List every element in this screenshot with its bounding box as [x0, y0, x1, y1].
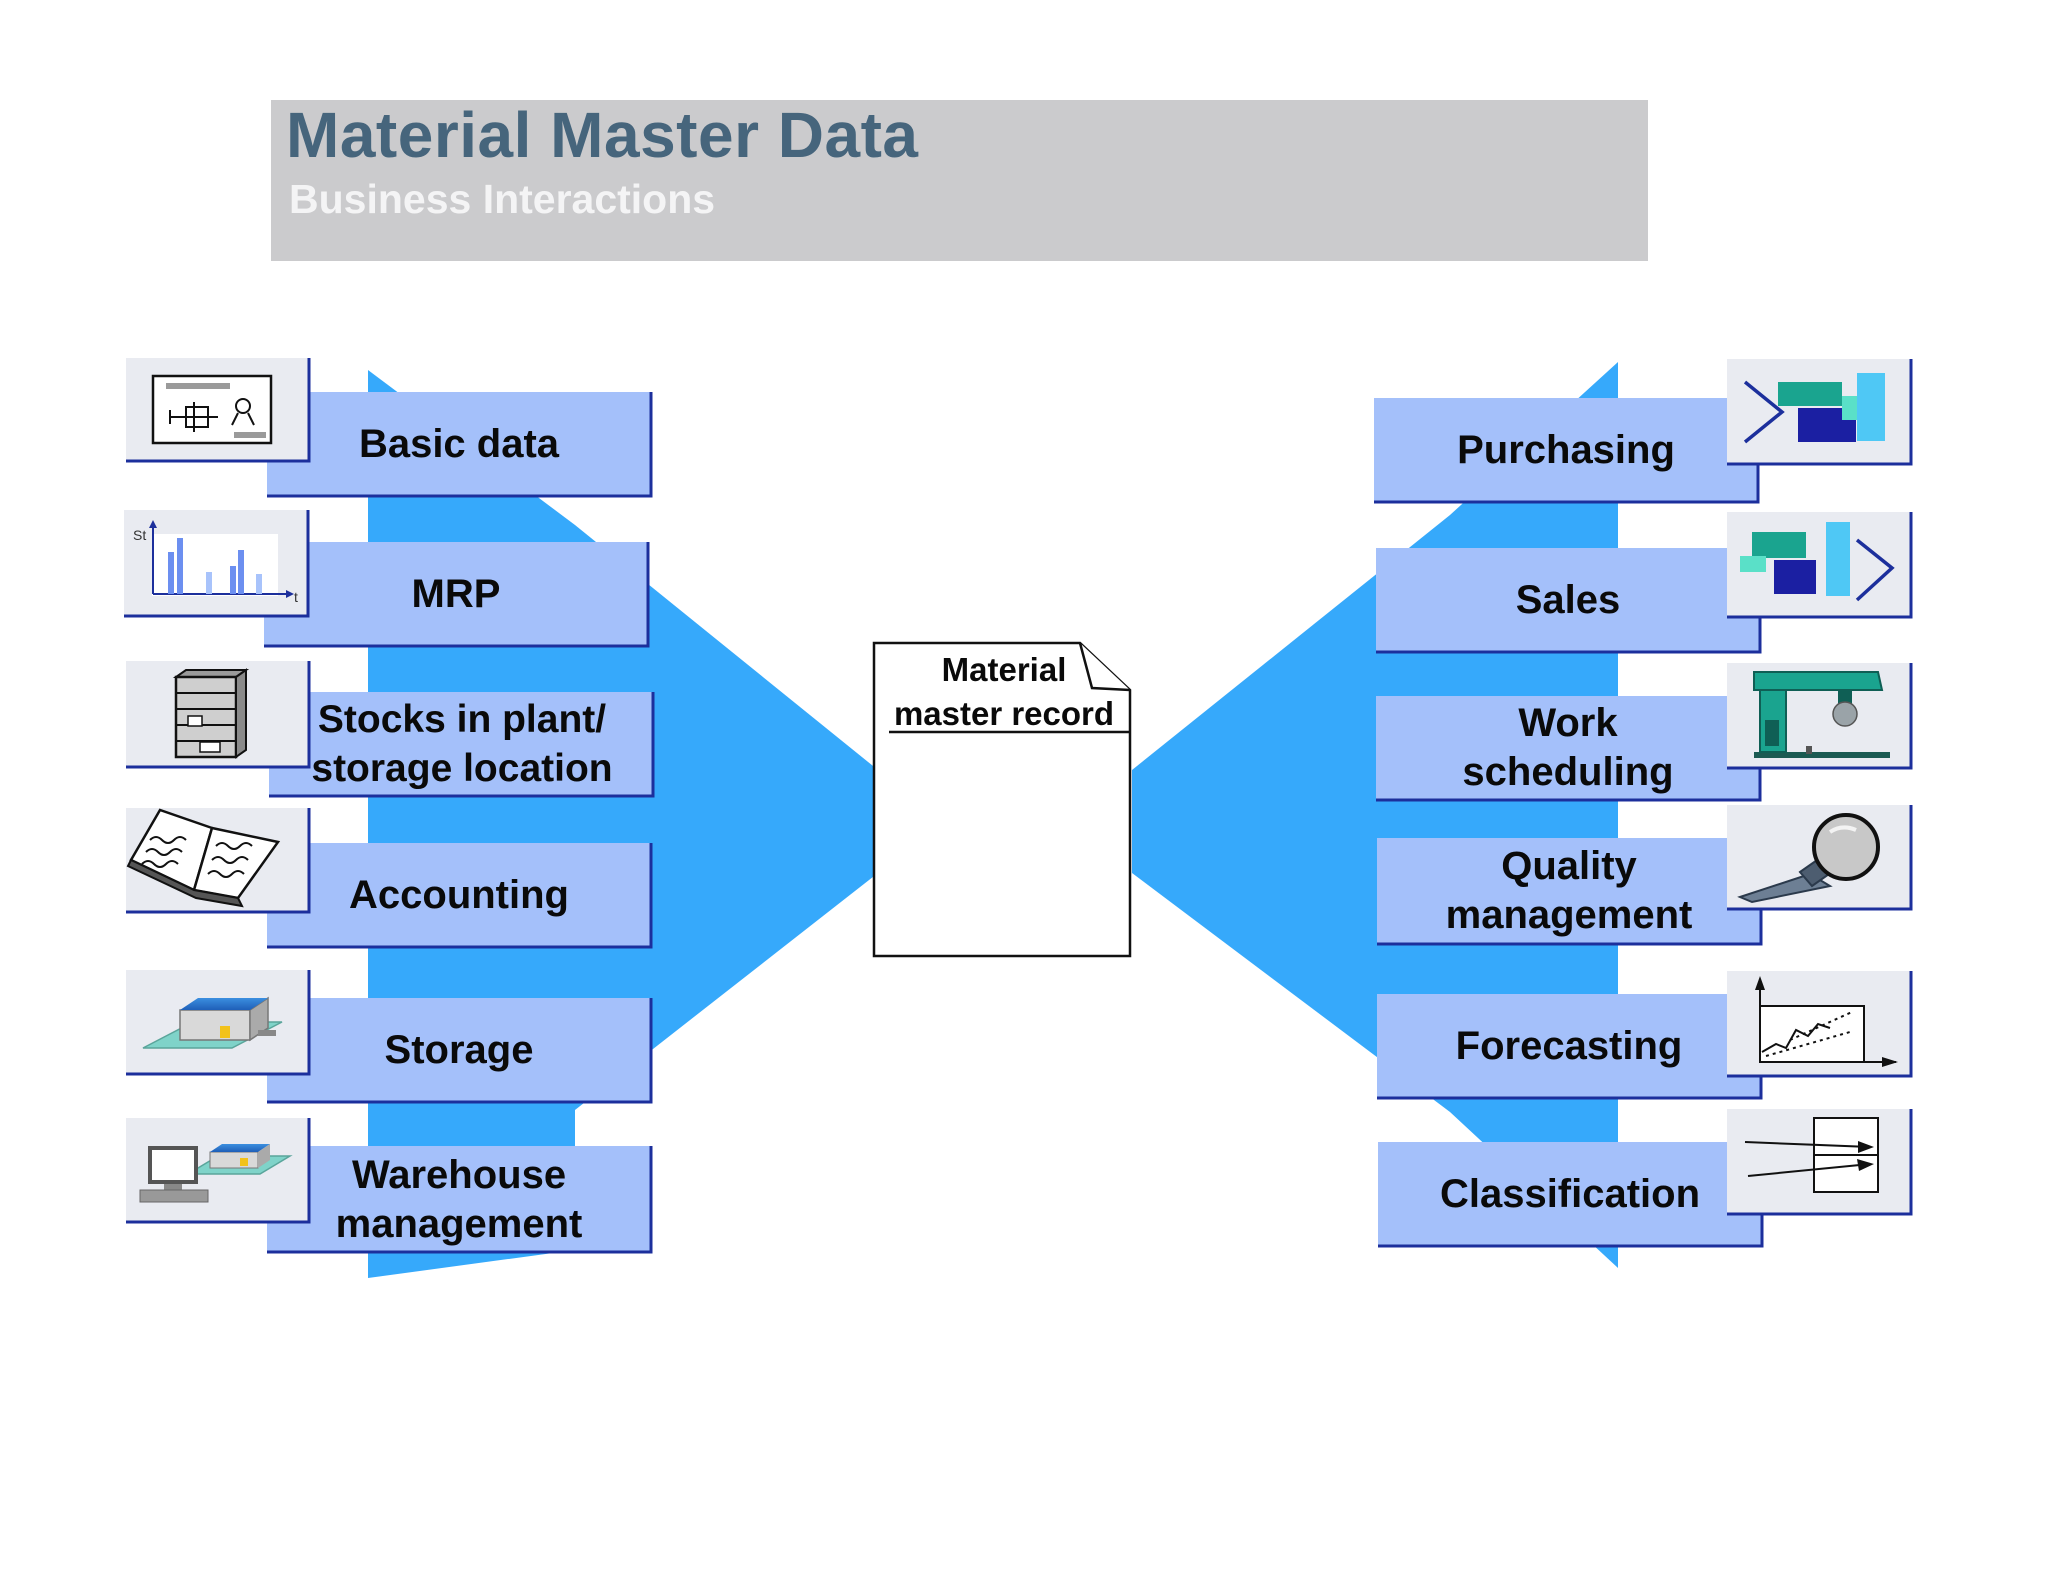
label-classification: Classification — [1439, 1171, 1701, 1216]
left-funnel — [368, 370, 878, 1278]
label-basic-data: Basic data — [358, 421, 560, 466]
storage-shelf-icon — [126, 661, 311, 769]
left-box-basic-data[interactable] — [267, 392, 653, 498]
magnifier-icon — [1727, 805, 1913, 911]
label-warehouse-management: Warehouse management — [335, 1153, 583, 1246]
material-master-record-document[interactable] — [872, 641, 1132, 958]
mrp-x-axis-label: t — [294, 589, 298, 605]
label-forecasting: Forecasting — [1455, 1023, 1683, 1068]
forecast-chart-icon — [1727, 971, 1913, 1078]
label-sales: Sales — [1515, 577, 1621, 622]
mrp-y-axis-label: St — [133, 527, 146, 543]
left-box-accounting[interactable] — [267, 843, 653, 949]
right-box-purchasing[interactable] — [1374, 398, 1760, 504]
center-document-label: Material master record — [893, 651, 1115, 732]
left-box-mrp[interactable] — [264, 542, 650, 648]
sales-icon — [1727, 512, 1913, 619]
open-book-icon — [126, 808, 311, 914]
mrp-chart-icon: St t — [124, 510, 310, 618]
label-accounting: Accounting — [349, 872, 569, 917]
label-stocks: Stocks in plant/ storage location — [311, 698, 613, 790]
page-title: Material Master Data — [286, 99, 919, 171]
left-box-warehouse-management[interactable] — [267, 1146, 653, 1254]
header-band — [271, 100, 1648, 261]
left-box-storage[interactable] — [267, 998, 653, 1104]
label-quality-management: Quality management — [1445, 844, 1693, 937]
classification-icon — [1727, 1109, 1913, 1216]
warehouse-building-icon — [126, 970, 311, 1076]
label-storage: Storage — [384, 1027, 534, 1072]
label-work-scheduling: Work scheduling — [1462, 701, 1674, 794]
computer-warehouse-icon — [126, 1118, 311, 1224]
label-purchasing: Purchasing — [1457, 427, 1675, 472]
page-subtitle: Business Interactions — [289, 176, 716, 222]
machine-tool-icon — [1727, 663, 1913, 770]
label-mrp: MRP — [411, 571, 501, 616]
purchasing-icon — [1727, 359, 1913, 466]
basic-data-icon — [126, 358, 311, 463]
left-box-stocks[interactable] — [269, 692, 655, 798]
